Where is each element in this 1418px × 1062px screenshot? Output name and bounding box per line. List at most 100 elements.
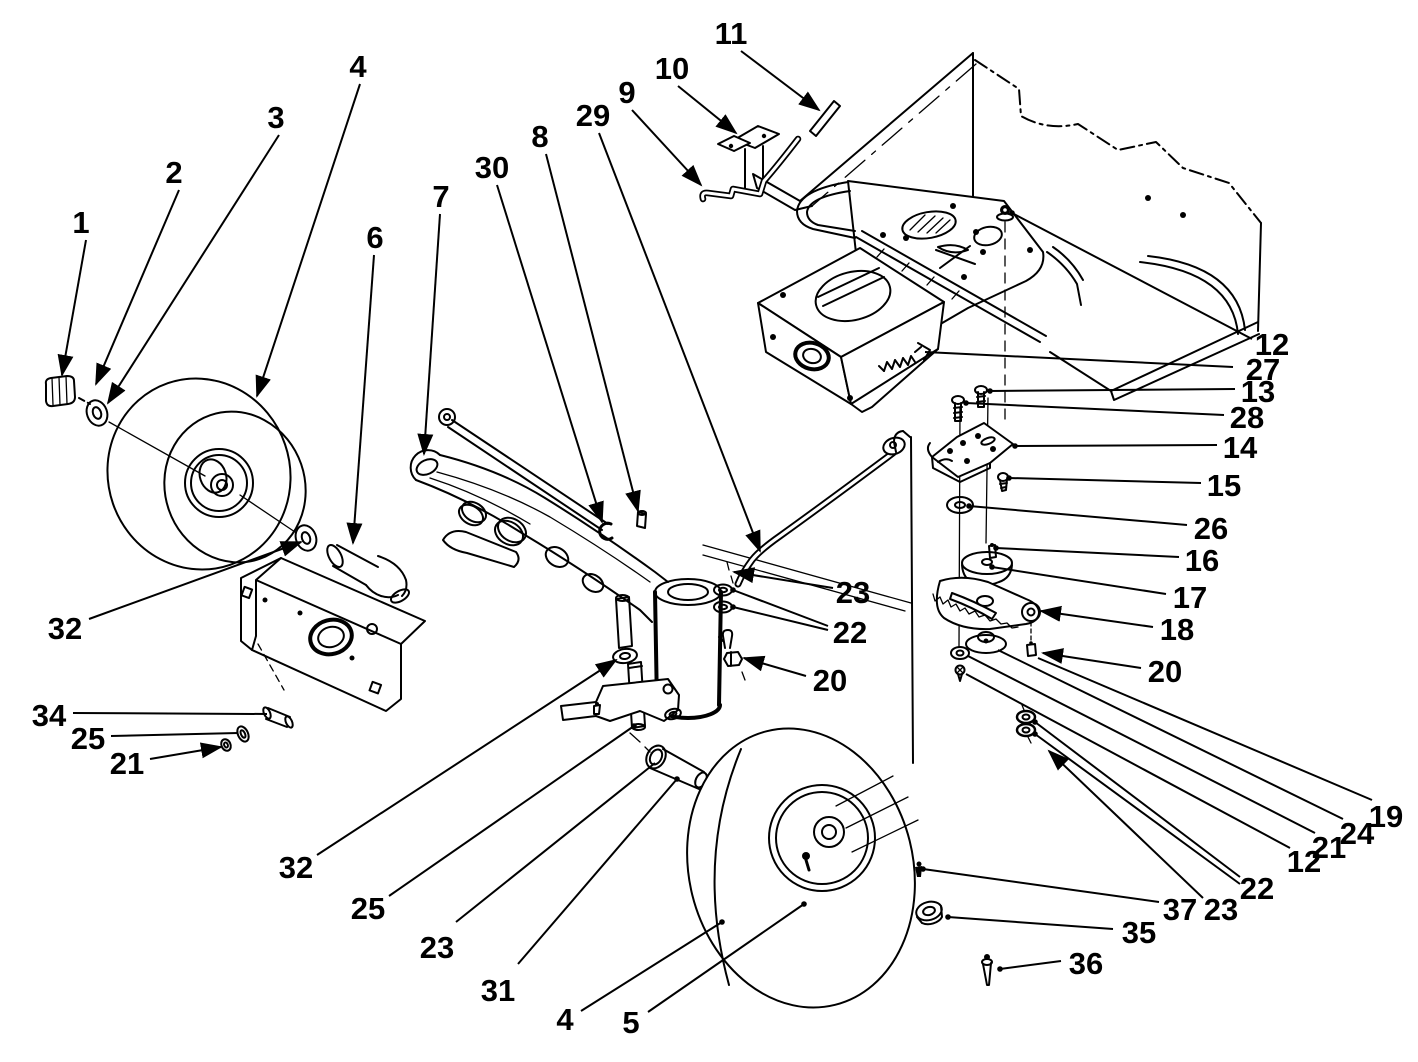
co-16-dot bbox=[993, 545, 999, 551]
co-25b-leader bbox=[388, 725, 635, 897]
callout-label-co-22b: 22 bbox=[833, 615, 867, 650]
co-22a-dot bbox=[1032, 731, 1038, 737]
co-19-leader bbox=[1037, 657, 1373, 801]
bottom-wheel bbox=[686, 727, 993, 1009]
co-21a-leader bbox=[967, 655, 1316, 834]
callout-label-co-17: 17 bbox=[1173, 580, 1207, 615]
co-22b-dot bbox=[730, 604, 736, 610]
callout-label-co-7: 7 bbox=[432, 179, 449, 214]
co-5-leader bbox=[647, 903, 805, 1013]
co-32a-leader bbox=[88, 541, 303, 620]
callout-label-co-25b: 25 bbox=[351, 891, 385, 926]
co-10-leader bbox=[677, 85, 738, 135]
co-8-leader bbox=[545, 153, 641, 513]
co-11-leader bbox=[740, 50, 821, 112]
axle-support-bracket bbox=[220, 557, 426, 752]
callout-label-co-20a: 20 bbox=[1148, 654, 1182, 689]
callout-label-co-29: 29 bbox=[576, 98, 610, 133]
callout-label-co-34: 34 bbox=[32, 698, 67, 733]
callout-label-co-4a: 4 bbox=[349, 49, 367, 84]
callout-label-co-8: 8 bbox=[531, 119, 548, 154]
co-26-leader bbox=[968, 505, 1188, 526]
callout-label-co-21b: 21 bbox=[110, 746, 144, 781]
callout-label-co-23a: 23 bbox=[1204, 892, 1238, 927]
co-36-dot bbox=[997, 966, 1003, 972]
co-25a-leader bbox=[110, 732, 239, 737]
co-30-leader bbox=[496, 184, 604, 524]
callout-label-co-12a: 12 bbox=[1255, 327, 1289, 362]
callout-label-co-12b: 12 bbox=[1287, 844, 1321, 879]
callout-label-co-22a: 22 bbox=[1240, 871, 1274, 906]
co-25b-dot bbox=[631, 723, 637, 729]
co-17-leader bbox=[991, 566, 1167, 595]
callout-label-co-20b: 20 bbox=[813, 663, 847, 698]
co-23a-leader bbox=[1047, 749, 1204, 899]
callout-label-co-37: 37 bbox=[1163, 892, 1197, 927]
drag-link bbox=[713, 436, 906, 681]
co-22b-dot bbox=[730, 587, 736, 593]
co-13-leader bbox=[989, 388, 1236, 392]
co-12b-leader bbox=[965, 673, 1291, 849]
callout-label-co-13: 13 bbox=[1241, 374, 1275, 409]
callout-label-co-19: 19 bbox=[1369, 799, 1403, 834]
co-17-dot bbox=[989, 564, 995, 570]
co-26-dot bbox=[966, 503, 972, 509]
callout-label-co-5: 5 bbox=[622, 1005, 639, 1040]
callout-layer: 1234673082991011122713281415261617182019… bbox=[32, 16, 1403, 1040]
callout-label-co-35: 35 bbox=[1122, 915, 1156, 950]
co-24-leader bbox=[997, 649, 1344, 820]
co-22a-leader bbox=[1034, 733, 1241, 885]
co-13-dot bbox=[987, 388, 993, 394]
callout-label-co-3: 3 bbox=[267, 100, 284, 135]
co-4b-dot bbox=[719, 919, 725, 925]
callout-label-co-27: 27 bbox=[1246, 352, 1280, 387]
callout-label-co-2: 2 bbox=[165, 155, 182, 190]
co-12a-leader bbox=[1011, 212, 1253, 340]
callout-label-co-26: 26 bbox=[1194, 511, 1228, 546]
co-36-leader bbox=[999, 960, 1062, 970]
co-21b-leader bbox=[149, 742, 223, 760]
callout-label-co-4b: 4 bbox=[556, 1002, 574, 1037]
co-23c-leader bbox=[455, 762, 656, 923]
co-20b-leader bbox=[742, 655, 807, 677]
callout-label-co-36: 36 bbox=[1069, 946, 1103, 981]
callout-label-co-6: 6 bbox=[366, 220, 383, 255]
co-22b-leader bbox=[732, 589, 829, 627]
co-37-leader bbox=[922, 868, 1160, 903]
co-6-leader bbox=[346, 254, 375, 545]
co-35-leader bbox=[947, 916, 1114, 930]
callout-label-co-16: 16 bbox=[1185, 543, 1219, 578]
callout-label-co-1: 1 bbox=[72, 205, 89, 240]
callout-label-co-21a: 21 bbox=[1312, 830, 1346, 865]
callout-label-co-18: 18 bbox=[1160, 612, 1194, 647]
callout-label-co-9: 9 bbox=[618, 75, 635, 110]
co-27-leader bbox=[924, 351, 1234, 368]
co-28-dot bbox=[963, 400, 969, 406]
co-23b-leader bbox=[732, 567, 834, 589]
co-4a-leader bbox=[255, 83, 361, 398]
co-9-leader bbox=[631, 109, 703, 187]
co-22a-leader bbox=[1034, 721, 1241, 878]
co-15-leader bbox=[1008, 477, 1202, 484]
steering-gear-assembly bbox=[926, 385, 1041, 744]
co-29-leader bbox=[598, 132, 761, 553]
co-15-dot bbox=[1006, 475, 1012, 481]
co-31-leader bbox=[517, 778, 678, 965]
axle-beam-assembly bbox=[326, 408, 723, 790]
co-22b-leader bbox=[732, 606, 829, 631]
co-14-leader bbox=[1014, 444, 1218, 447]
co-34-leader bbox=[72, 712, 268, 715]
co-18-leader bbox=[1039, 605, 1154, 628]
callout-label-co-32a: 32 bbox=[48, 611, 82, 646]
callout-label-co-10: 10 bbox=[655, 51, 689, 86]
callout-label-co-30: 30 bbox=[475, 150, 509, 185]
co-32b-leader bbox=[316, 658, 618, 856]
co-20a-leader bbox=[1041, 648, 1142, 669]
callout-label-co-32b: 32 bbox=[279, 850, 313, 885]
callout-label-co-24: 24 bbox=[1340, 816, 1375, 851]
callout-label-co-15: 15 bbox=[1207, 468, 1241, 503]
co-5-dot bbox=[801, 901, 807, 907]
callout-label-co-23b: 23 bbox=[836, 575, 870, 610]
co-22a-dot bbox=[1032, 719, 1038, 725]
